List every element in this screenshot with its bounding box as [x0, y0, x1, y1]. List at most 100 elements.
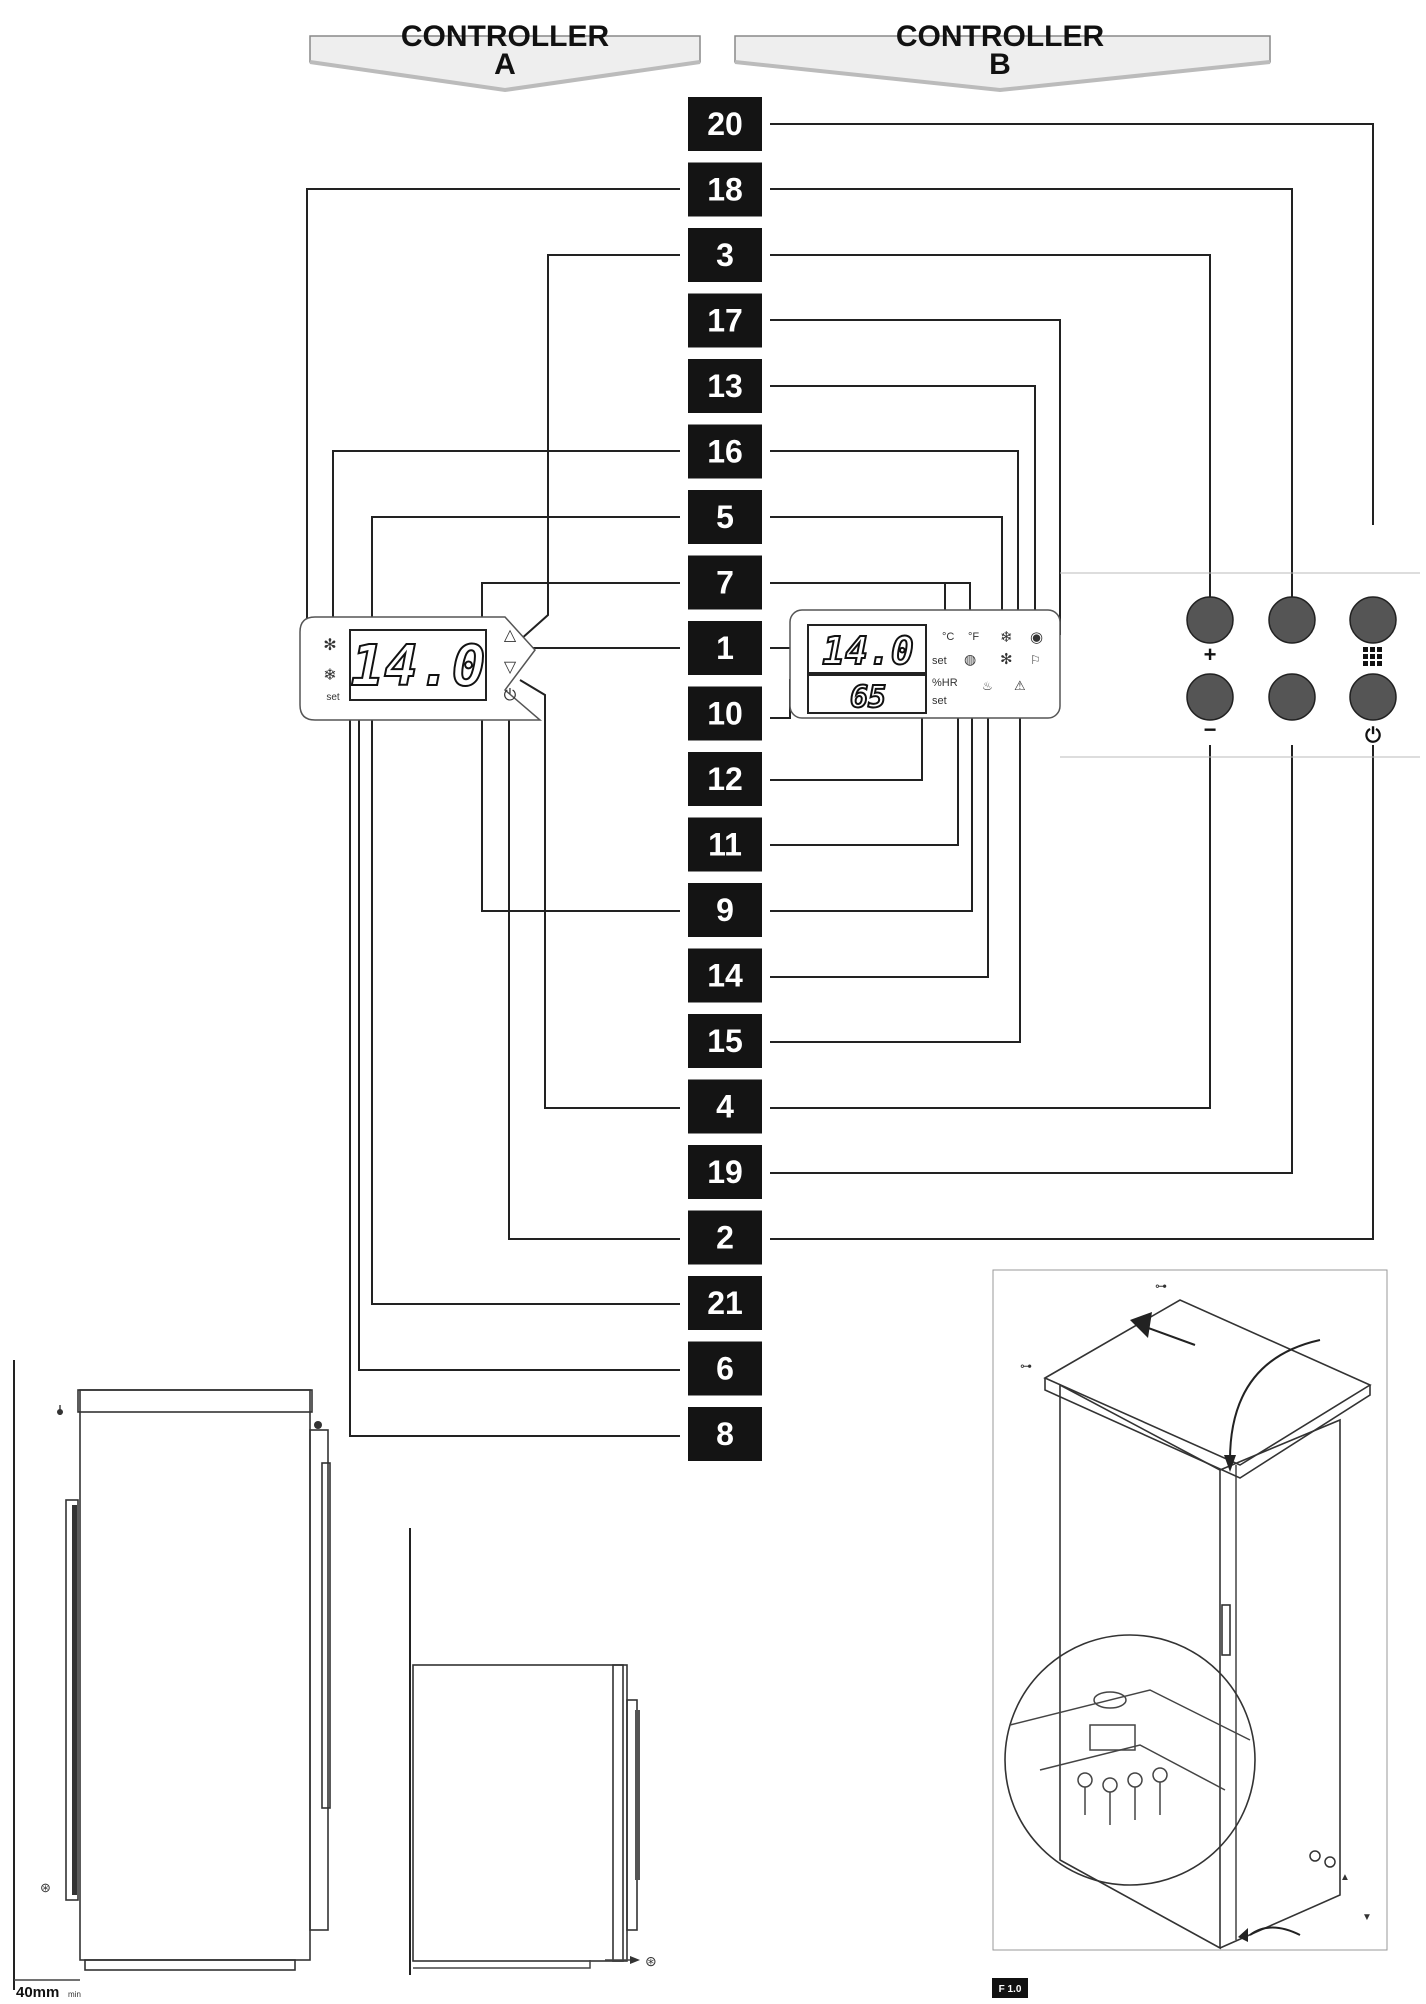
- legend-number-box: [688, 228, 762, 282]
- legend-number-text: 9: [716, 892, 734, 928]
- controller-a-panel: 14.0 ✻ ❄ set △ ▽ ⏻: [299, 616, 543, 721]
- heater-icon: ♨: [982, 679, 993, 693]
- legend-number-text: 5: [716, 499, 734, 535]
- legend-number-box: [688, 424, 762, 479]
- minus-label: −: [1204, 717, 1217, 742]
- keypad-button-plus[interactable]: [1186, 596, 1234, 644]
- legend-number-box: [688, 490, 762, 544]
- legend-number-text: 11: [708, 827, 742, 863]
- leader-lines: [306, 123, 1374, 1437]
- keypad-button-top-middle[interactable]: [1268, 596, 1316, 644]
- legend-number-box: [688, 555, 762, 610]
- grid-icon: [1363, 647, 1382, 666]
- legend-number-20: 20: [688, 97, 762, 151]
- unit-celsius-label: °C: [942, 631, 954, 643]
- legend-number-box: [688, 293, 762, 348]
- legend-number-text: 4: [716, 1089, 734, 1125]
- thermometer-icon: ⚐: [1030, 653, 1041, 667]
- defrost-icon: ❄: [323, 667, 336, 684]
- keypad-button-bottom-middle[interactable]: [1268, 673, 1316, 721]
- legend-number-box: [688, 883, 762, 937]
- legend-number-box: [688, 359, 762, 413]
- legend-number-text: 3: [716, 237, 734, 273]
- up-arrow-icon[interactable]: △: [504, 627, 517, 644]
- short-cabinet-side-view: ⊛: [409, 1528, 657, 1975]
- controller-b-secondary-display: 65: [850, 680, 886, 715]
- legend-number-text: 7: [716, 565, 734, 601]
- screw-icon: ▲: [1340, 1872, 1350, 1883]
- legend-number-text: 2: [716, 1220, 734, 1256]
- controller-a-display: 14.0: [351, 634, 486, 699]
- power-label: ⏻: [1365, 725, 1381, 747]
- controller-b-title: CONTROLLER: [896, 20, 1105, 53]
- legend-number-3: 3: [688, 228, 762, 282]
- screw-icon: ⊶: [1155, 1279, 1167, 1293]
- legend-number-text: 13: [707, 368, 743, 404]
- legend-number-8: 8: [688, 1407, 762, 1461]
- legend-number-box: [688, 752, 762, 806]
- legend-number-1: 1: [688, 621, 762, 675]
- legend-number-10: 10: [688, 686, 762, 741]
- defrost-icon: ❄: [1000, 629, 1013, 646]
- legend-number-text: 6: [716, 1351, 734, 1387]
- door-hinge-illustration: ⊶ ⊶ ▲ ▼: [992, 1269, 1388, 1951]
- tall-cabinet-side-view: ⊛ 40mm min: [13, 1360, 331, 2001]
- unit-fahrenheit-label: °F: [968, 631, 979, 643]
- controller-a-letter: A: [494, 48, 516, 81]
- legend-number-16: 16: [688, 424, 762, 479]
- controller-b-set-label: set: [932, 655, 947, 667]
- legend-number-box: [688, 162, 762, 217]
- controller-a-title: CONTROLLER: [401, 20, 610, 53]
- legend-number-text: 15: [707, 1023, 743, 1059]
- keypad-button-menu[interactable]: [1349, 596, 1397, 644]
- legend-number-text: 20: [707, 106, 743, 142]
- legend-number-box: [688, 1210, 762, 1265]
- legend-number-18: 18: [688, 162, 762, 217]
- legend-number-text: 18: [707, 172, 743, 208]
- legend-number-box: [688, 621, 762, 675]
- legend-number-box: [688, 1014, 762, 1068]
- legend-number-14: 14: [688, 948, 762, 1003]
- wall-clearance-icon: ⊛: [40, 1880, 51, 1895]
- fan-icon: ✻: [1000, 651, 1013, 668]
- clearance-unit: min: [68, 1990, 81, 1999]
- humidity-label: %HR: [932, 677, 958, 689]
- humidity-icon: ◍: [964, 651, 976, 667]
- keypad-button-power[interactable]: [1349, 673, 1397, 721]
- legend-number-text: 16: [707, 434, 743, 470]
- controller-b-panel: 14.0 65 °C °F ❄ ◉ set ◍ ✻ ⚐ %HR set ♨ ⚠: [789, 609, 1061, 719]
- legend-number-11: 11: [688, 817, 762, 872]
- alarm-icon: ⚠: [1014, 678, 1026, 693]
- controller-b-set-label-2: set: [932, 695, 947, 707]
- legend-number-box: [688, 1079, 762, 1134]
- legend-number-13: 13: [688, 359, 762, 413]
- legend-number-box: [688, 1145, 762, 1199]
- legend-number-5: 5: [688, 490, 762, 544]
- legend-number-box: [688, 1341, 762, 1396]
- legend-number-12: 12: [688, 752, 762, 806]
- figure-label-text: F 1.0: [999, 1984, 1022, 1995]
- legend-number-box: [688, 1407, 762, 1461]
- screw-icon: ▼: [1362, 1912, 1372, 1923]
- legend-number-21: 21: [688, 1276, 762, 1330]
- legend-number-text: 10: [707, 696, 743, 732]
- down-arrow-icon[interactable]: ▽: [504, 659, 517, 676]
- legend-number-text: 14: [707, 958, 743, 994]
- legend-number-text: 1: [716, 630, 734, 666]
- legend-number-19: 19: [688, 1145, 762, 1199]
- legend-number-4: 4: [688, 1079, 762, 1134]
- screw-icon: ⊶: [1020, 1359, 1032, 1373]
- legend-number-text: 21: [707, 1285, 743, 1321]
- legend-number-15: 15: [688, 1014, 762, 1068]
- controller-b-letter: B: [989, 48, 1011, 81]
- legend-number-box: [688, 817, 762, 872]
- controller-b-header: CONTROLLER B: [734, 20, 1271, 93]
- legend-number-text: 8: [716, 1416, 734, 1452]
- power-icon[interactable]: ⏻: [504, 687, 517, 704]
- legend-number-7: 7: [688, 555, 762, 610]
- legend-number-17: 17: [688, 293, 762, 348]
- figure-label: F 1.0: [992, 1978, 1028, 1998]
- keypad-button-minus[interactable]: [1186, 673, 1234, 721]
- legend-number-2: 2: [688, 1210, 762, 1265]
